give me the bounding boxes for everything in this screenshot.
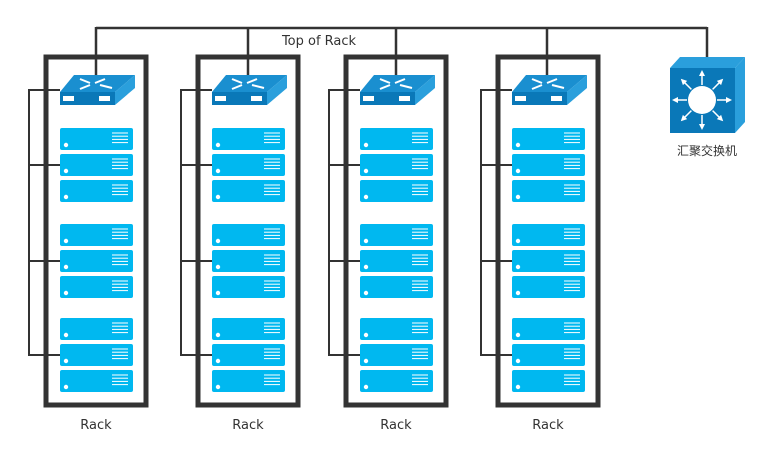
rack-internal-link [28,89,60,356]
rack-frame [343,54,449,408]
server-icon [360,154,433,176]
rack: Rack [28,54,149,433]
aggregation-switch-label: 汇聚交换机 [677,143,737,158]
server-icon [60,224,133,246]
server-icon [212,224,285,246]
rack-internal-link [180,89,212,356]
rack-frame [195,54,301,408]
rack-label: Rack [232,418,264,433]
server-icon [512,276,585,298]
uplink-lines [94,26,709,78]
tor-switch-icon [212,75,287,105]
layer3-switch-icon [670,57,745,133]
server-icon [60,276,133,298]
server-icon [212,370,285,392]
server-icon [212,128,285,150]
rack-internal-link [480,89,512,356]
server-icon [60,318,133,340]
server-icon [512,154,585,176]
top-of-rack-label: Top of Rack [281,34,357,49]
rack: Rack [328,54,449,433]
server-icon [212,318,285,340]
server-icon [212,154,285,176]
server-icon [360,250,433,272]
tor-switch-icon [60,75,135,105]
server-icon [60,180,133,202]
server-icon [212,250,285,272]
tor-switch-icon [360,75,435,105]
rack-frame [43,54,149,408]
server-icon [212,344,285,366]
tor-switch-icon [512,75,587,105]
racks: Rack Rack Rack Rack [28,54,601,433]
rack-label: Rack [380,418,412,433]
rack: Rack [480,54,601,433]
server-icon [512,370,585,392]
server-icon [360,318,433,340]
server-icon [60,370,133,392]
server-icon [60,250,133,272]
server-icon [360,344,433,366]
server-icon [360,370,433,392]
server-icon [512,128,585,150]
aggregation-switch [670,57,745,133]
server-icon [212,276,285,298]
rack-label: Rack [80,418,112,433]
rack: Rack [180,54,301,433]
server-icon [512,250,585,272]
rack-label: Rack [532,418,564,433]
server-icon [360,276,433,298]
server-icon [360,180,433,202]
server-icon [512,180,585,202]
server-icon [60,154,133,176]
server-icon [60,128,133,150]
rack-frame [495,54,601,408]
server-icon [512,224,585,246]
server-icon [212,180,285,202]
server-icon [360,224,433,246]
server-icon [512,344,585,366]
server-icon [60,344,133,366]
rack-internal-link [328,89,360,356]
server-icon [512,318,585,340]
server-icon [360,128,433,150]
